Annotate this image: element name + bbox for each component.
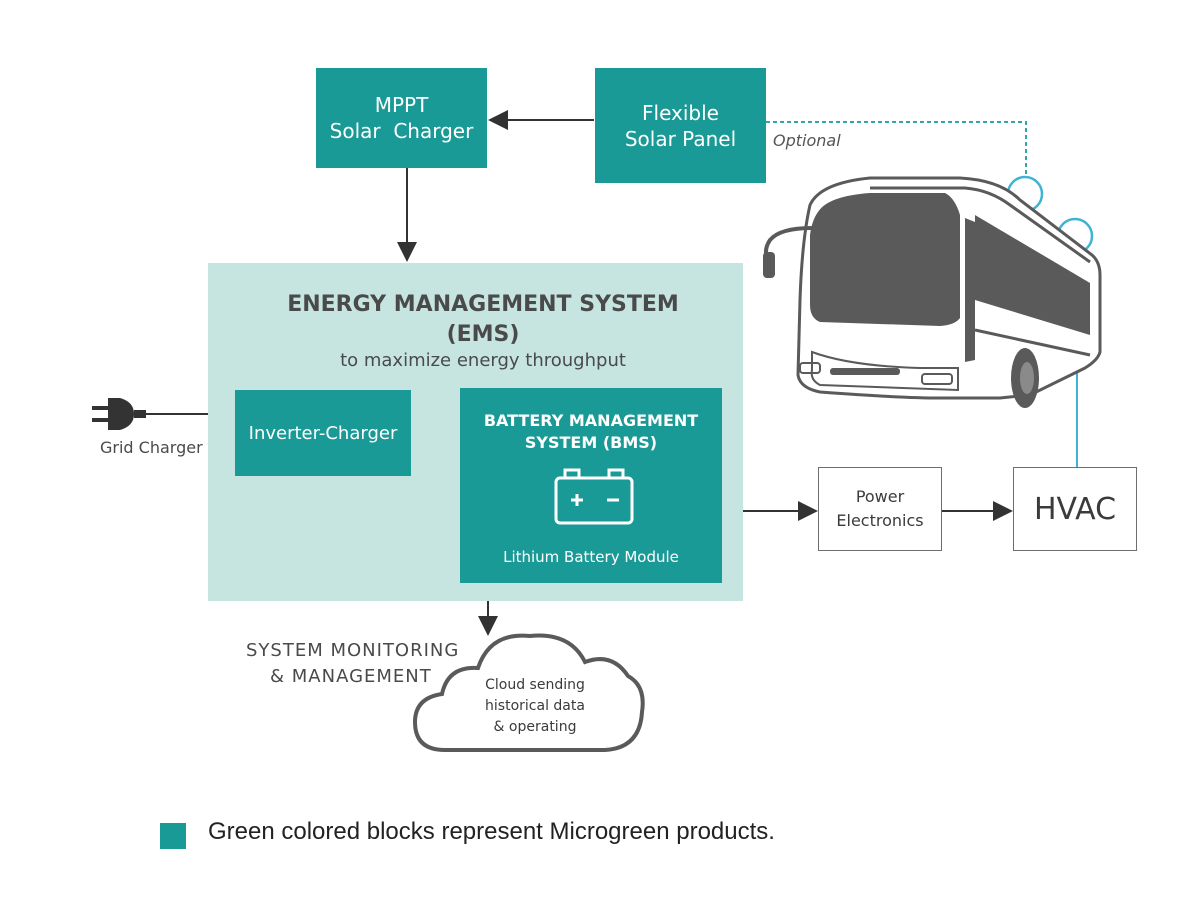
ems-subtitle: to maximize energy throughput [340, 350, 626, 371]
optional-label: Optional [773, 131, 841, 150]
cloud-line3: & operating [493, 719, 577, 735]
power-electronics-block: Power Electronics [818, 467, 942, 551]
hvac-block: HVAC [1013, 467, 1137, 551]
cloud-line1: Cloud sending [485, 677, 585, 693]
inverter-label: Inverter-Charger [248, 422, 398, 444]
bms-block: BATTERY MANAGEMENT SYSTEM (BMS) Lithium … [460, 388, 722, 583]
inverter-charger-block: Inverter-Charger [235, 390, 411, 476]
plug-icon [92, 398, 170, 430]
solar-panel-line2: Solar Panel [624, 126, 737, 151]
legend-swatch [160, 823, 186, 849]
cloud-line2: historical data [485, 698, 585, 714]
optional-dotted-line [766, 121, 1027, 178]
ems-title-line1: ENERGY MANAGEMENT SYSTEM [287, 292, 679, 317]
ems-title-line2: (EMS) [446, 322, 520, 347]
mppt-solar-charger-block: MPPT Solar Charger [316, 68, 487, 168]
cloud-icon [412, 633, 645, 752]
grid-charger-label: Grid Charger [100, 438, 203, 457]
bus-icon [763, 176, 1102, 408]
mppt-line1: MPPT [374, 93, 429, 117]
battery-icon [554, 468, 634, 525]
legend-text: Green colored blocks represent Microgree… [208, 818, 775, 845]
system-monitoring-label: SYSTEM MONITORING & MANAGEMENT [246, 638, 459, 690]
battery-label: Lithium Battery Module [503, 548, 679, 566]
ems-title: ENERGY MANAGEMENT SYSTEM (EMS) [208, 290, 758, 350]
cloud-text: Cloud sending historical data & operatin… [440, 675, 630, 738]
monitoring-line2: & MANAGEMENT [270, 666, 432, 687]
bms-title: BATTERY MANAGEMENT SYSTEM (BMS) [460, 410, 722, 454]
power-line1: Power [855, 487, 905, 506]
mppt-line2: Solar Charger [329, 119, 474, 143]
hvac-label: HVAC [1033, 491, 1117, 527]
solar-panel-line1: Flexible [642, 100, 719, 125]
bms-title-line2: SYSTEM (BMS) [524, 433, 658, 452]
monitoring-line1: SYSTEM MONITORING [246, 640, 460, 661]
flexible-solar-panel-block: Flexible Solar Panel [595, 68, 766, 183]
power-line2: Electronics [836, 511, 924, 530]
bms-title-line1: BATTERY MANAGEMENT [483, 411, 699, 430]
